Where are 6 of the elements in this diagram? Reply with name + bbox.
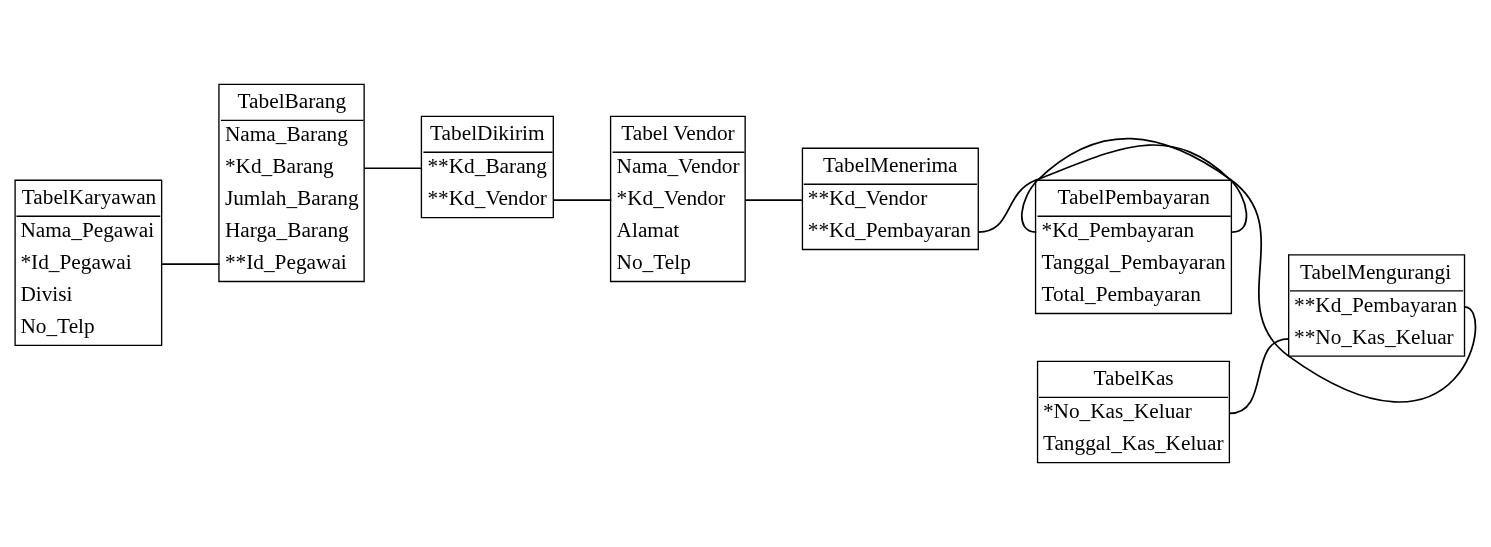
connector <box>1228 337 1290 415</box>
connector <box>363 167 423 170</box>
connector <box>552 199 613 202</box>
connector <box>160 263 221 266</box>
connector <box>744 199 804 202</box>
connector <box>977 144 1248 234</box>
